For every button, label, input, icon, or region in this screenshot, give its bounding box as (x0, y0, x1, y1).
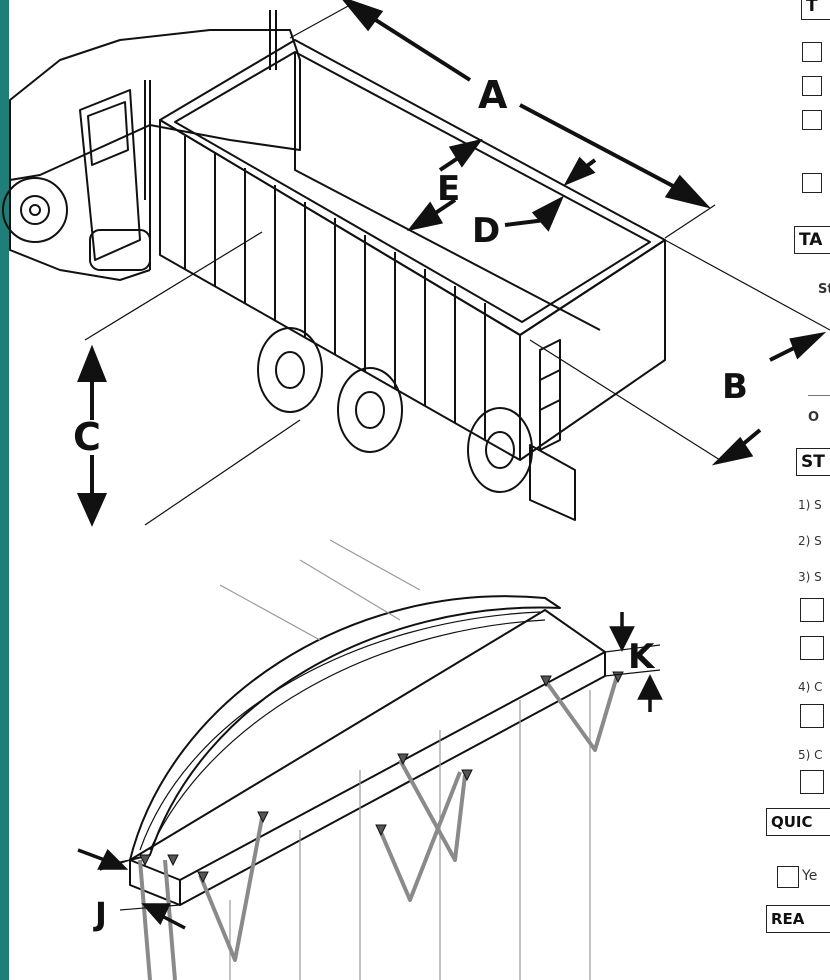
step-5-text: 5) C (798, 748, 823, 762)
dimension-a (342, 0, 711, 209)
section-2-header: TA (794, 226, 830, 254)
exhaust-stack (144, 80, 151, 200)
quick-checkbox[interactable] (777, 866, 799, 888)
step-4-text: 4) C (798, 680, 823, 694)
dim-label-j: J (93, 895, 107, 933)
tarp-box-front (179, 652, 606, 906)
section-3-header: ST (796, 448, 830, 476)
front-wheel (2, 177, 68, 243)
dimension-k (609, 612, 663, 712)
step-3-checkbox[interactable] (800, 598, 824, 622)
option-checkbox[interactable] (802, 76, 822, 96)
rear-wheel (337, 367, 403, 453)
dim-label-e: E (437, 169, 460, 209)
accent-bar (0, 0, 9, 980)
dimension-b (711, 331, 827, 466)
section-1-header: T (801, 0, 830, 20)
step-5-checkbox[interactable] (800, 770, 824, 794)
dimension-c (76, 344, 108, 527)
dimension-e (407, 138, 483, 232)
cab-window (87, 101, 129, 166)
cab-door (79, 89, 141, 261)
dim-label-c: C (73, 415, 101, 459)
dim-label-k: K (628, 637, 656, 677)
step-2-text: 2) S (798, 534, 822, 548)
step-3-text: 3) S (798, 570, 822, 584)
dump-body-end (519, 239, 666, 461)
truck-cab (9, 29, 301, 181)
rear-wheel (467, 407, 533, 493)
dimension-j (77, 848, 186, 930)
options-label: O (808, 410, 820, 425)
dimension-d (504, 156, 597, 232)
quick-option-label: Ye (802, 868, 818, 884)
rear-wheel (257, 327, 323, 413)
step-4-checkbox[interactable] (800, 704, 824, 728)
section-2-label: St (818, 282, 830, 297)
tarp-bow-frame (129, 595, 561, 861)
order-form: T TA St O ST 1) S 2) S 3) S 4) C 5) C (792, 0, 830, 980)
step-1-text: 1) S (798, 498, 822, 512)
dim-label-d: D (472, 211, 500, 251)
quick-header: QUIC (766, 808, 830, 836)
dump-truck-illustration (2, 10, 666, 521)
divider (808, 395, 830, 396)
tarp-illustration (99, 595, 606, 906)
rea-header: REA (766, 905, 830, 933)
tarp-hooks (139, 671, 624, 884)
dim-label-b: B (722, 367, 748, 407)
step-3-checkbox[interactable] (800, 636, 824, 660)
tarp-box-top (129, 609, 606, 881)
option-checkbox[interactable] (802, 42, 822, 62)
option-checkbox[interactable] (802, 110, 822, 130)
dim-label-a: A (478, 73, 508, 117)
option-checkbox[interactable] (802, 173, 822, 193)
